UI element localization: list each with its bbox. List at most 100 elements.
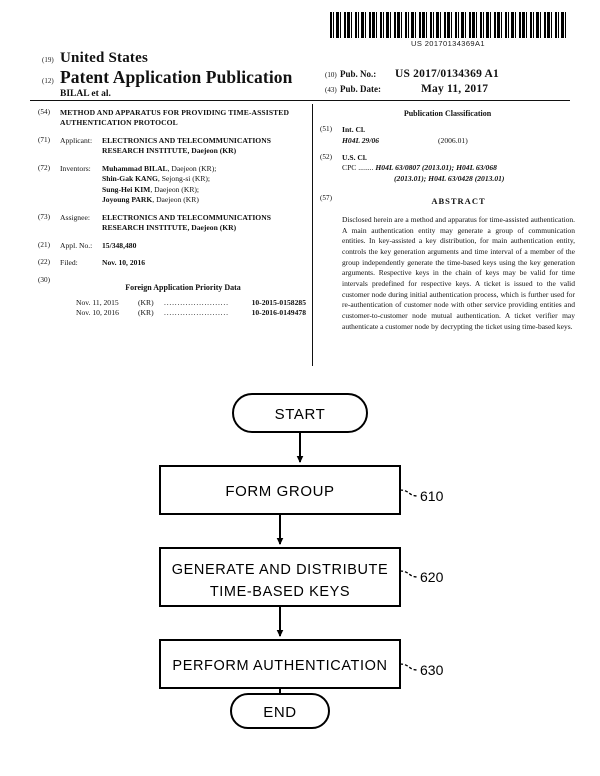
int-cl-body: Int. Cl. H04L 29/06 (2006.01) [342,125,575,146]
flow-node-generate-keys: GENERATE AND DISTRIBUTE TIME-BASED KEYS [159,547,401,607]
applicant-field: (71) Applicant: ELECTRONICS AND TELECOMM… [38,136,306,157]
flow-ref-610: 610 [420,488,444,504]
flow-ref-leader-620 [399,570,419,578]
pub-number-row: (10) Pub. No.: US 2017/0134369 A1 [325,68,575,80]
list-item: Shin-Gak KANG, Sejong-si (KR); [102,174,306,184]
priority-data-field: (30) Foreign Application Priority Data N… [38,276,306,319]
barcode-image [330,12,566,38]
flow-node-form-group: FORM GROUP [159,465,401,515]
title-code: (54) [38,108,50,116]
assignee-value: ELECTRONICS AND TELECOMMUNICATIONS RESEA… [102,212,271,233]
flow-node-610-label: FORM GROUP [225,483,334,500]
publication-info: (10) Pub. No.: US 2017/0134369 A1 (43) P… [325,68,575,98]
priority-data-heading: Foreign Application Priority Data [125,282,241,292]
list-item: Muhammad BILAL, Daejeon (KR); [102,164,306,174]
barcode-block: US 20170134369A1 [330,12,566,48]
inventor-city: , Daejeon (KR); [150,184,200,194]
filed-date-label: Filed: [60,258,78,268]
list-item: Sung-Hei KIM, Daejeon (KR); [102,185,306,195]
flow-node-620-label-line1: GENERATE AND DISTRIBUTE [172,562,389,578]
priority-country: (KR) [138,308,154,318]
pub-date-value: May 11, 2017 [421,83,489,95]
application-number-value: 15/348,480 [102,240,137,250]
pub-date-row: (43) Pub. Date: May 11, 2017 [325,83,575,95]
assignee-code: (73) [38,212,50,221]
column-divider [312,104,313,366]
priority-dots: ........................ [164,297,229,307]
flowchart: START FORM GROUP 610 GENERATE AND DISTRI… [0,388,600,729]
table-row: Nov. 11, 2015 (KR) .....................… [76,298,306,308]
priority-number: 10-2015-0158285 [251,297,306,307]
filed-date-value: Nov. 10, 2016 [102,258,146,268]
int-cl-version: (2006.01) [438,135,468,145]
assignee-label: Assignee: [60,212,90,222]
priority-data-code: (30) [38,275,50,284]
inventors-label: Inventors: [60,163,91,173]
abstract-field: (57) ABSTRACT Disclosed herein are a met… [320,194,575,332]
abstract-code: (57) [320,194,332,203]
header-divider [30,100,570,101]
applicant-value: ELECTRONICS AND TELECOMMUNICATIONS RESEA… [102,135,271,156]
pub-date-code: (43) [325,86,337,94]
flow-node-end: END [230,693,330,729]
application-number-field: (21) Appl. No.: 15/348,480 [38,241,306,251]
barcode-number: US 20170134369A1 [411,39,485,48]
masthead: (19) United States (12) Patent Applicati… [42,50,562,99]
us-cl-body: U.S. Cl. CPC ........ H04L 63/0807 (2013… [342,153,575,184]
int-cl-label: Int. Cl. [342,125,365,135]
priority-data-body: Foreign Application Priority Data Nov. 1… [60,276,306,319]
flow-ref-630: 630 [420,662,444,678]
cpc-lead: CPC ........ [342,163,374,173]
bibliographic-right-column: Publication Classification (51) Int. Cl.… [320,108,575,339]
country-name: United States [60,50,149,66]
publication-type-code: (12) [42,77,54,85]
classification-heading: Publication Classification [403,109,492,118]
pub-number-code: (10) [325,71,337,79]
application-number-label: Appl. No.: [60,240,93,250]
priority-number: 10-2016-0149478 [251,308,306,318]
filed-date-field: (22) Filed: Nov. 10, 2016 [38,258,306,268]
pub-date-label: Pub. Date: [340,84,381,94]
int-cl-code: (51) [320,125,332,134]
priority-date: Nov. 10, 2016 [76,308,119,318]
us-cl-label: U.S. Cl. [342,152,367,162]
inventor-city: , Daejeon (KR); [167,163,217,173]
priority-country: (KR) [138,297,154,307]
applicant-code: (71) [38,135,50,144]
applicant-label: Applicant: [60,135,93,145]
inventor-name: Shin-Gak KANG [102,174,158,184]
inventors-field: (72) Inventors: Muhammad BILAL, Daejeon … [38,164,306,206]
flow-node-620-label-line2: TIME-BASED KEYS [210,584,350,600]
pub-number-value: US 2017/0134369 A1 [395,68,499,80]
flow-ref-leader-630 [399,663,419,671]
application-number-code: (21) [38,240,50,249]
abstract-text: Disclosed herein are a method and appara… [342,215,575,331]
table-row: Nov. 10, 2016 (KR) .....................… [76,308,306,318]
inventor-city: , Sejong-si (KR); [157,174,211,184]
publication-type-line: (12) Patent Application Publication [42,67,562,88]
us-cl-code: (52) [320,152,332,161]
priority-date: Nov. 11, 2015 [76,297,119,307]
flow-node-end-label: END [263,704,296,721]
invention-title: METHOD AND APPARATUS FOR PROVIDING TIME-… [60,108,290,128]
cpc-line-1: H04L 63/0807 (2013.01); H04L 63/068 [375,163,497,173]
flow-node-630-label: PERFORM AUTHENTICATION [172,658,387,674]
int-cl-symbol: H04L 29/06 [342,135,380,145]
inventor-city: , Daejeon (KR) [152,195,199,205]
int-cl-field: (51) Int. Cl. H04L 29/06 (2006.01) [320,125,575,146]
int-cl-entry: H04L 29/06 (2006.01) [342,136,575,146]
pub-number-label: Pub. No.: [340,69,377,79]
abstract-heading: ABSTRACT [431,196,486,207]
flow-ref-620: 620 [420,569,444,585]
flow-ref-leader-610 [399,489,419,497]
list-item: Joyoung PARK, Daejeon (KR) [102,195,306,205]
publication-type: Patent Application Publication [60,67,293,87]
flow-node-start: START [232,393,368,433]
inventor-name: Muhammad BILAL [102,163,168,173]
country-code: (19) [42,56,54,64]
inventors-code: (72) [38,163,50,172]
us-cl-field: (52) U.S. Cl. CPC ........ H04L 63/0807 … [320,153,575,184]
inventor-name: Sung-Hei KIM [102,184,151,194]
cpc-entry: CPC ........ H04L 63/0807 (2013.01); H04… [342,163,575,173]
priority-dots: ........................ [164,308,229,318]
